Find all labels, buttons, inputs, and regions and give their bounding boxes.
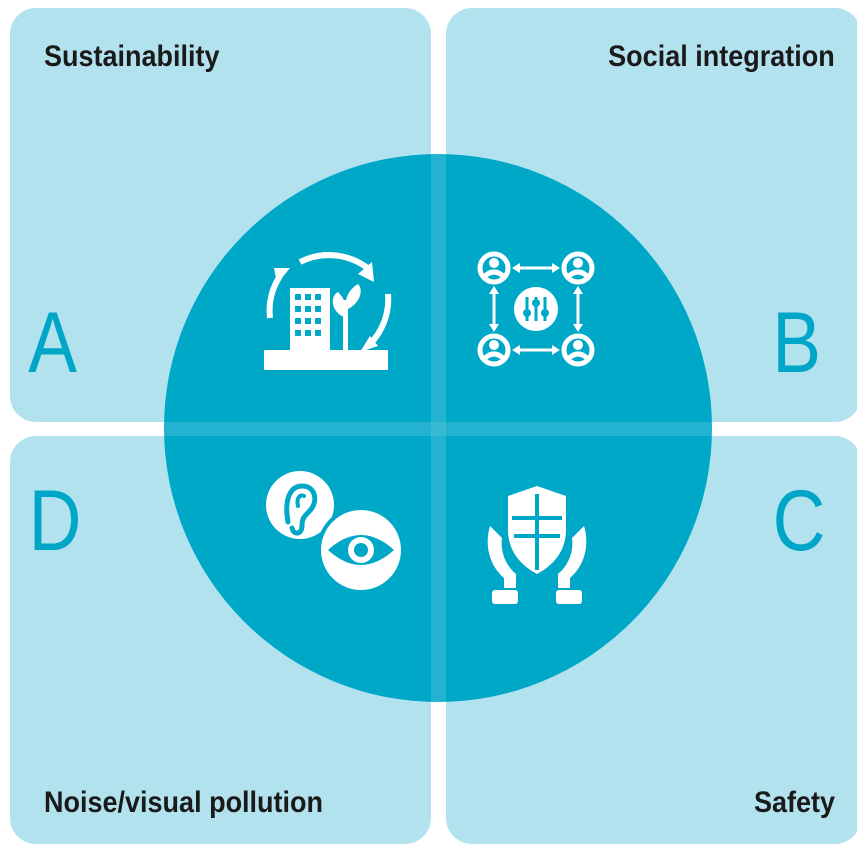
quadrant-a-letter: A	[28, 295, 78, 391]
building-plant-recycle-icon	[264, 252, 392, 370]
horizontal-gutter	[164, 422, 712, 436]
ear-eye-icon	[266, 471, 405, 594]
vertical-gutter	[431, 154, 446, 702]
quadrant-d-letter: D	[28, 473, 82, 569]
quadrant-b-title: Social integration	[608, 40, 835, 73]
quadrant-c-letter: C	[772, 473, 826, 569]
quadrant-d-title: Noise/visual pollution	[44, 786, 324, 819]
quadrant-a-title: Sustainability	[44, 40, 220, 73]
quadrant-b-letter: B	[772, 295, 822, 391]
people-network-icon	[477, 251, 595, 367]
quadrant-c-title: Safety	[753, 786, 835, 819]
hands-shield-icon	[487, 486, 587, 604]
